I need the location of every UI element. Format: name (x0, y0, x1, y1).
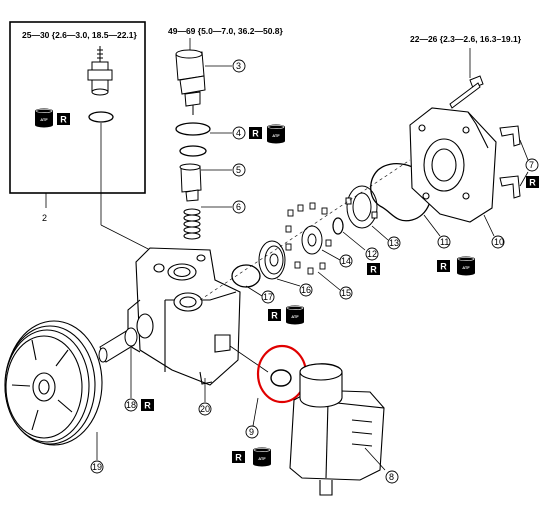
callout-12: 12 (367, 249, 377, 259)
callout-5: 5 (236, 165, 241, 175)
o-ring-upper (175, 122, 211, 136)
flow-control-valve-drawing (87, 46, 113, 96)
callout-9: 9 (249, 427, 254, 437)
callout-16: 16 (301, 285, 311, 295)
part7-replace-tag (526, 176, 539, 188)
clips-drawing (499, 125, 521, 199)
callout-7: 7 (529, 160, 534, 170)
part18-replace-tag (141, 399, 154, 411)
callout-2: 2 (42, 213, 47, 223)
inset-box: 25—30 {2.6—3.0, 18.5—22.1} ATF (9, 21, 146, 194)
callout-15: 15 (341, 288, 351, 298)
inset-atf-icon: ATF (34, 108, 54, 128)
callout-13: 13 (389, 238, 399, 248)
inset-o-ring (88, 111, 114, 123)
part4-replace-tag (249, 127, 262, 139)
vanes-drawing (285, 202, 332, 275)
torque-spec-part3: 49—69 {5.0—7.0, 36.2—50.8} (168, 26, 284, 36)
part9-atf-icon: ATF (252, 447, 272, 467)
part17-atf-icon: ATF (285, 305, 305, 325)
callout-4: 4 (236, 128, 241, 138)
rear-housing-drawing (409, 107, 497, 223)
reservoir-drawing (289, 363, 385, 496)
svg-text:ATF: ATF (258, 456, 266, 461)
control-valve-drawing (179, 163, 202, 202)
part11-replace-tag (437, 260, 450, 272)
callout-20: 20 (200, 404, 210, 414)
torque-spec-part10: 22—26 {2.3—2.6, 16.3–19.1} (410, 34, 522, 44)
o-ring-lower (179, 145, 207, 157)
o-ring-17 (231, 264, 261, 288)
side-plate-drawing (345, 185, 378, 229)
part17-replace-tag (268, 309, 281, 321)
o-ring-12 (332, 217, 344, 235)
callout-18: 18 (126, 400, 136, 410)
callout-8: 8 (389, 472, 394, 482)
part9-replace-tag (232, 451, 245, 463)
callout-14: 14 (341, 256, 351, 266)
callout-17: 17 (263, 292, 273, 302)
svg-text:ATF: ATF (291, 314, 299, 319)
union-fitting-drawing (175, 49, 206, 115)
spring-drawing (183, 208, 201, 240)
rotor-drawing (301, 225, 323, 255)
pump-body-drawing (127, 247, 241, 386)
svg-text:ATF: ATF (462, 265, 470, 270)
callout-3: 3 (236, 61, 241, 71)
callout-10: 10 (494, 237, 504, 247)
torque-spec-inset: 25—30 {2.6—3.0, 18.5—22.1} (22, 30, 138, 40)
pulley-drawing (4, 320, 103, 446)
o-ring-9 (270, 369, 292, 387)
svg-text:ATF: ATF (272, 133, 280, 138)
cam-ring-drawing (258, 240, 286, 280)
shaft-drawing (98, 327, 138, 363)
o-ring-9-highlight (256, 344, 308, 404)
part11-atf-icon: ATF (456, 256, 476, 276)
part4-atf-icon: ATF (266, 124, 286, 144)
bolt-drawing (449, 75, 484, 109)
callout-19: 19 (92, 462, 102, 472)
callout-6: 6 (236, 202, 241, 212)
inset-replace-tag (57, 113, 70, 125)
part12-replace-tag (367, 263, 380, 275)
svg-text:ATF: ATF (40, 117, 48, 122)
callout-11: 11 (440, 237, 449, 247)
